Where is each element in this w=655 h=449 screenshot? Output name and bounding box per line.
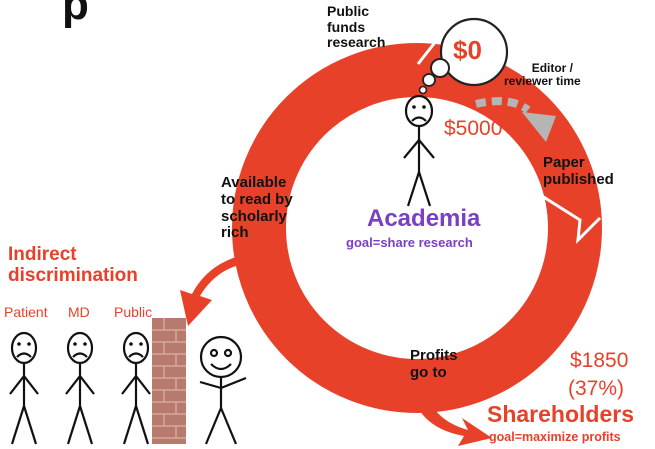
- shareholders-label: Shareholders: [487, 401, 634, 427]
- profits-go-to-label: Profits go to: [410, 347, 458, 381]
- cycle-ring: [232, 14, 602, 413]
- apc-cost-label: $5000: [444, 117, 503, 140]
- md-label: MD: [68, 304, 90, 320]
- title-fragment: p: [62, 0, 89, 29]
- patient-label: Patient: [4, 304, 48, 320]
- public-label: Public: [114, 304, 153, 320]
- profit-percent-label: (37%): [568, 377, 625, 400]
- public-figure: [121, 331, 151, 445]
- thought-bubble-value: $0: [453, 35, 482, 65]
- ring-arrow-to-shareholders: [412, 388, 492, 446]
- paper-published-label: Paper published: [543, 154, 614, 188]
- public-funds-label: Public funds research: [327, 3, 386, 51]
- academia-goal: goal=share research: [346, 235, 473, 250]
- md-figure: [65, 331, 95, 445]
- academia-label: Academia: [367, 205, 481, 232]
- patient-figure: [9, 331, 39, 445]
- academic-figure: [403, 94, 435, 207]
- editor-time-label: Editor / reviewer time: [504, 61, 581, 89]
- arrow-to-discrimination: [180, 252, 262, 326]
- thought-bubble: [418, 17, 509, 95]
- happy-figure: [199, 335, 247, 445]
- editor-time-arrow: [475, 97, 556, 142]
- indirect-discrimination-heading: Indirect discrimination: [8, 244, 138, 287]
- profit-amount-label: $1850: [570, 349, 629, 372]
- paywall-brick-wall: [152, 318, 186, 444]
- shareholders-goal: goal=maximize profits: [489, 430, 621, 444]
- available-to-read-label: Available to read by scholarly rich: [221, 174, 293, 242]
